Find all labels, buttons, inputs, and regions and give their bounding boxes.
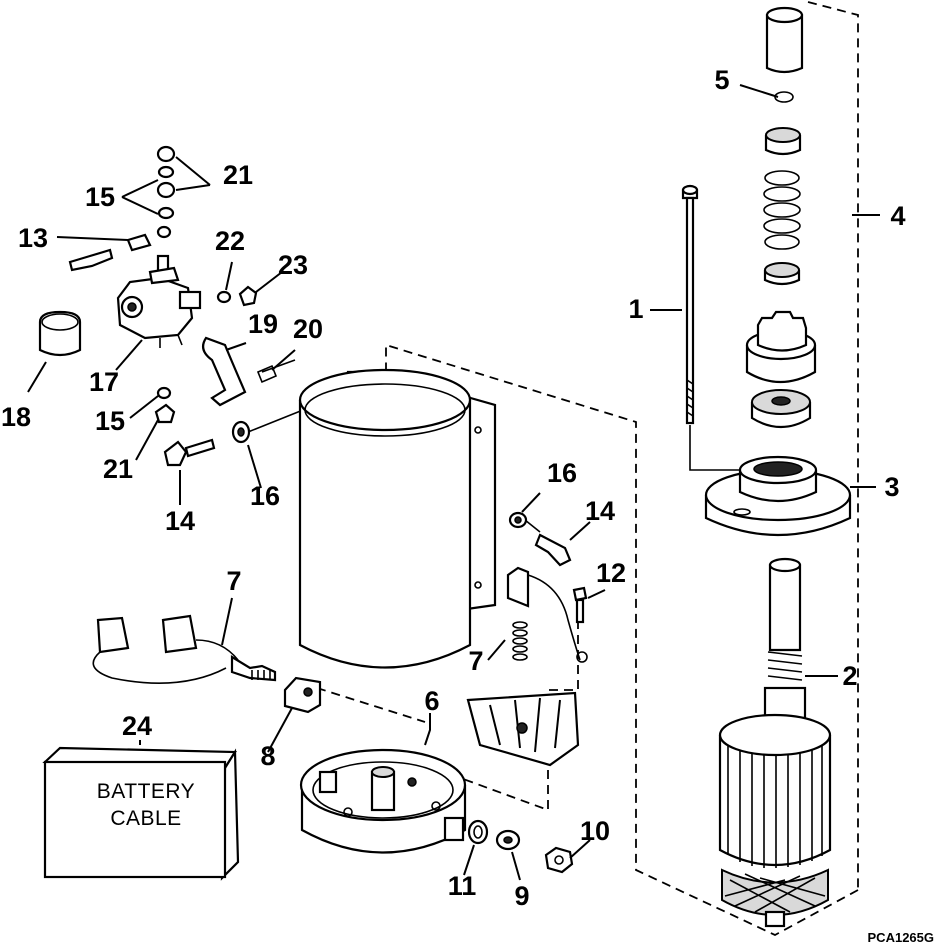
through-bolt: [681, 184, 699, 425]
callout-15-top: 15: [85, 182, 115, 212]
battery-cable-box: BATTERY CABLE: [42, 746, 240, 881]
callout-14-right: 14: [585, 496, 615, 526]
solenoid-assembly: [38, 254, 296, 407]
battery-cable-line1: BATTERY: [97, 780, 195, 803]
callout-16-left: 16: [250, 481, 280, 511]
drive-assembly: [745, 6, 817, 428]
callout-20: 20: [293, 314, 323, 344]
figure-code: PCA1265G: [868, 930, 934, 945]
brush-plate: [466, 691, 580, 767]
callout-15-bottom: 15: [95, 406, 125, 436]
callout-14-left: 14: [165, 506, 195, 536]
brush-lead-set: [92, 614, 277, 684]
callout-2: 2: [842, 661, 857, 691]
callout-21-top: 21: [223, 160, 253, 190]
callout-17: 17: [89, 367, 119, 397]
callout-9: 9: [514, 881, 529, 911]
terminal-bracket: [283, 676, 322, 714]
leader-lines: [27, 84, 880, 881]
callout-19: 19: [248, 309, 278, 339]
callout-13: 13: [18, 223, 48, 253]
callout-5: 5: [714, 65, 729, 95]
armature: [718, 557, 832, 928]
callout-24: 24: [122, 711, 152, 741]
callout-11: 11: [448, 871, 477, 901]
battery-cable-line2: CABLE: [110, 807, 181, 830]
callout-18: 18: [1, 402, 31, 432]
callout-numbers: 1 2 3 4 5 6 7 7 8 9 10 11 12 13 14 14 15…: [1, 65, 906, 911]
callout-3: 3: [884, 472, 899, 502]
starter-frame: [298, 368, 497, 669]
callout-16-right: 16: [547, 458, 577, 488]
callout-6: 6: [424, 686, 439, 716]
callout-7-left: 7: [226, 566, 241, 596]
assembly-guide-lines: [247, 1, 859, 937]
lower-end-cap: [299, 748, 467, 854]
callout-10: 10: [580, 816, 610, 846]
brush-spring-set: [506, 566, 588, 663]
small-fasteners: [163, 420, 588, 874]
callout-4: 4: [890, 201, 905, 231]
callout-1: 1: [628, 294, 643, 324]
callout-12: 12: [596, 558, 626, 588]
callout-22: 22: [215, 226, 245, 256]
callout-8: 8: [260, 741, 275, 771]
callout-21-bottom: 21: [103, 454, 133, 484]
upper-end-cap: [704, 455, 852, 536]
callout-7-right: 7: [468, 646, 483, 676]
callout-23: 23: [278, 250, 308, 280]
